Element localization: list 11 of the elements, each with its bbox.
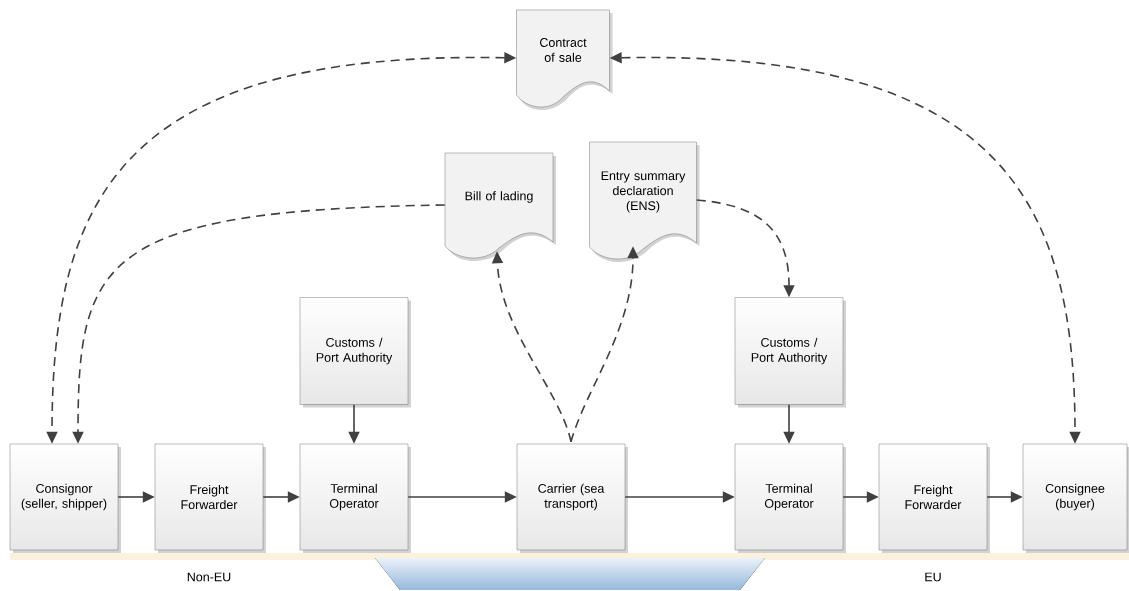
process-box: Terminal Operator [734, 443, 846, 553]
process-box: Customs / Port Authority [734, 297, 846, 408]
process-box: Carrier (sea transport) [516, 443, 628, 553]
process-box: Customs / Port Authority [299, 297, 411, 408]
region-label: Non-EU [187, 572, 231, 582]
process-box: Freight Forwarder [154, 443, 266, 553]
process-box: Freight Forwarder [878, 443, 990, 553]
process-box: Terminal Operator [299, 443, 411, 553]
process-box: Consignee (buyer) [1022, 443, 1129, 553]
process-box: Consignor (seller, shipper) [9, 443, 121, 553]
region-label: EU [925, 572, 941, 582]
